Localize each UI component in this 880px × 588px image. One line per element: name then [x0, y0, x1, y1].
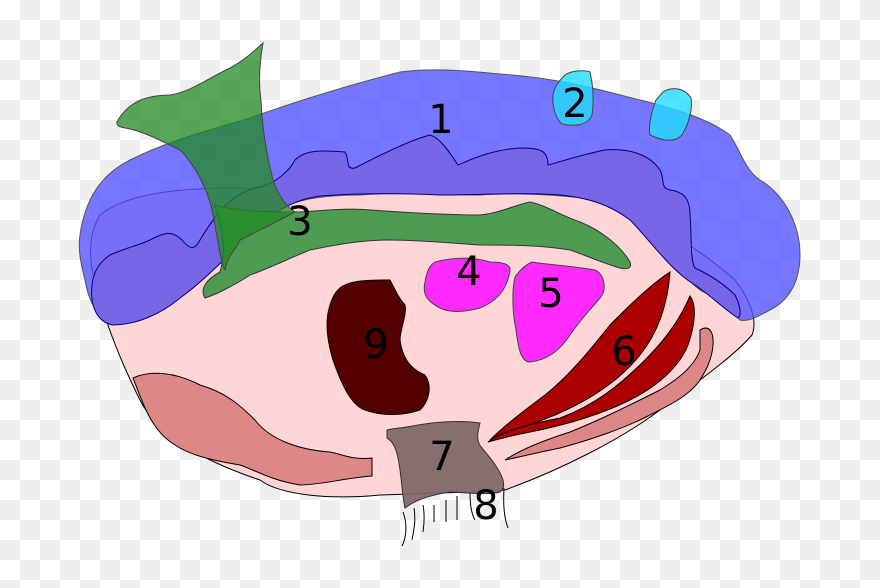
red-fibers-6-lower: [487, 295, 695, 443]
label-8: 8: [473, 483, 498, 529]
cyan-spot-2: [552, 70, 594, 126]
label-9: 9: [363, 322, 388, 368]
cyan-spot-right: [649, 88, 692, 141]
label-3: 3: [287, 199, 312, 245]
rose-lobe-left: [132, 372, 373, 486]
label-7: 7: [429, 434, 454, 480]
label-4: 4: [456, 249, 481, 295]
label-5: 5: [538, 271, 563, 317]
gray-stalk-7: [386, 421, 505, 509]
magenta-nucleus-4: [423, 257, 511, 312]
fiber-strands-8: [401, 487, 509, 547]
rose-lobe-right: [504, 327, 714, 461]
magenta-nucleus-5: [512, 261, 605, 363]
label-6: 6: [611, 329, 636, 375]
label-2: 2: [562, 81, 587, 127]
green-tract-horizontal: [202, 201, 631, 299]
label-1: 1: [428, 97, 453, 143]
dark-red-nucleus-9: [326, 279, 430, 415]
green-tract-vertical: [116, 41, 296, 272]
